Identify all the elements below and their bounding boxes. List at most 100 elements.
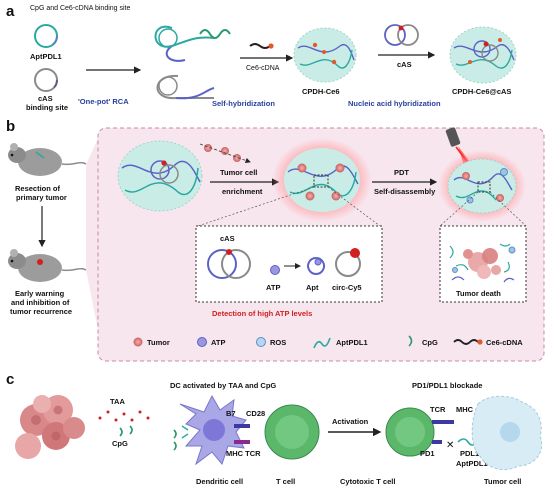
- legend-ros: ROS: [270, 338, 286, 347]
- cas-ring: [34, 68, 58, 92]
- tumor-cell-label: Tumor cell: [484, 477, 521, 486]
- panel-c-letter: c: [6, 371, 14, 388]
- inset-cas-ring-2: [221, 249, 251, 279]
- tumor-death-graphic: [449, 243, 516, 283]
- cytotoxic-label: Cytotoxic T cell: [340, 477, 395, 486]
- panel-b: b Resection of primary tumor Early warni…: [6, 118, 545, 362]
- cpdh-ce6-cas-label: CPDH-Ce6@cAS: [452, 87, 511, 96]
- legend-atp: ATP: [211, 338, 225, 347]
- dc-cpg-icon: [173, 429, 177, 451]
- one-pot-rca: 'One-pot' RCA: [78, 97, 129, 106]
- hydrogel-enriched: [272, 138, 372, 222]
- early-1: Early warning: [15, 289, 65, 298]
- cd28-label: CD28: [246, 409, 265, 418]
- aptpdl1-label-c: AptPDL1: [456, 459, 488, 468]
- legend-ce6: Ce6-cDNA: [486, 338, 523, 347]
- tumor-cell-icon: [471, 395, 543, 471]
- pdt-2: Self-disassembly: [374, 187, 436, 196]
- panel-b-legend: Tumor ATP ROS AptPDL1 CpG Ce6-cDNA: [133, 335, 523, 349]
- legend-atp-icon: [197, 337, 207, 347]
- inset-apt-label: Apt: [306, 283, 319, 292]
- cpg-label: CpG: [112, 439, 128, 448]
- early-2: and inhibition of: [11, 298, 70, 307]
- binding-site-label: CpG and Ce6-cDNA binding site: [30, 5, 130, 12]
- detection-inset: [195, 225, 383, 303]
- zoom-lines-mid: [197, 186, 381, 227]
- legend-aptpdl1-icon: [313, 337, 331, 349]
- inset-cas-ring-1: [207, 249, 237, 279]
- mhc-tcr-label: MHC TCR: [226, 449, 261, 458]
- cas-dot: [398, 25, 404, 31]
- cas-label-2: binding site: [26, 103, 68, 112]
- cytotoxic-nucleus: [395, 417, 425, 447]
- dendritic-cell-icon: [179, 394, 247, 466]
- inset-cas: cAS: [220, 234, 235, 243]
- pdl1-label: PDL1: [460, 449, 479, 458]
- aptpdl1-ring-accent: [34, 24, 58, 48]
- cpdh-ce6-cas-hydrogel: [449, 26, 517, 84]
- enrich-2: enrichment: [222, 187, 263, 196]
- tcr-label: TCR: [430, 405, 446, 414]
- early-3: tumor recurrence: [10, 307, 72, 316]
- inset-cas-dot: [226, 249, 232, 255]
- panel-b-letter: b: [6, 118, 15, 135]
- zoom-lines-right: [439, 191, 527, 227]
- nucleic-acid-hybridization: Nucleic acid hybridization: [348, 99, 441, 108]
- mhc-tcr-binding: [234, 440, 250, 444]
- cpdh-ce6-hydrogel: [293, 27, 357, 83]
- cas-label: cAS: [397, 60, 412, 69]
- cas-label-1: cAS: [38, 94, 53, 103]
- cas-small-ring-1: [384, 24, 406, 46]
- pd1-label: PD1: [420, 449, 435, 458]
- pd-title: PD1/PDL1 blockade: [412, 381, 482, 390]
- legend-tumor: Tumor: [147, 338, 170, 347]
- tumor-cells-incoming: [199, 143, 251, 164]
- panel-b-wedge: [86, 138, 98, 330]
- panel-a-letter: a: [6, 3, 15, 20]
- inset-circ-label: circ-Cy5: [332, 283, 362, 292]
- enrich-1: Tumor cell: [220, 168, 257, 177]
- pd1-stalk: [432, 440, 442, 444]
- b7-label: B7: [226, 409, 236, 418]
- taa-label: TAA: [110, 397, 125, 406]
- legend-tumor-icon: [133, 337, 143, 347]
- cas-ring-accent: [34, 68, 58, 92]
- block-cross-icon: ✕: [446, 440, 454, 451]
- activation-label: Activation: [332, 417, 369, 426]
- tumor-mass-icon: [15, 395, 85, 459]
- legend-aptpdl1: AptPDL1: [336, 338, 368, 347]
- mouse-bottom-icon: [8, 249, 87, 282]
- hydrogel-initial: [117, 140, 203, 212]
- cas-small-ring-2: [397, 24, 419, 46]
- t-cell-label: T cell: [276, 477, 295, 486]
- ce6-cdna-label: Ce6-cDNA: [246, 65, 280, 72]
- pdt-1: PDT: [394, 168, 409, 177]
- dc-aptpdl1-icon: [181, 425, 189, 439]
- hydrogel-disassembled: [438, 150, 526, 222]
- inset-cy5: [350, 248, 360, 258]
- legend-ros-icon: [256, 337, 266, 347]
- detection-label: Detection of high ATP levels: [212, 309, 312, 318]
- inset-atp-label: ATP: [266, 283, 280, 292]
- resection-1: Resection of: [15, 184, 61, 193]
- rca-products: [154, 25, 231, 100]
- mhc-label: MHC: [456, 405, 474, 414]
- mouse-top-icon: [8, 143, 87, 176]
- panel-a: a CpG and Ce6-cDNA binding site AptPDL1 …: [6, 3, 517, 112]
- ce6-dot: [268, 43, 274, 49]
- tcr-mhc-binding: [432, 420, 454, 424]
- inset-circ: [335, 251, 361, 277]
- cpdh-ce6-label: CPDH-Ce6: [302, 87, 340, 96]
- dendritic-label: Dendritic cell: [196, 477, 243, 486]
- dc-title: DC activated by TAA and CpG: [170, 381, 276, 390]
- aptpdl1-label: AptPDL1: [30, 52, 62, 61]
- ce6-cdna-squiggle: [249, 43, 271, 49]
- panel-c: c TAA CpG DC activated by TAA and CpG: [6, 371, 543, 486]
- cpg-icon: [119, 425, 133, 437]
- resection-2: primary tumor: [16, 193, 67, 202]
- self-hybridization: Self-hybridization: [212, 99, 275, 108]
- inset-atp: [270, 265, 280, 275]
- taa-particles: [98, 410, 150, 422]
- legend-cpg: CpG: [422, 338, 438, 347]
